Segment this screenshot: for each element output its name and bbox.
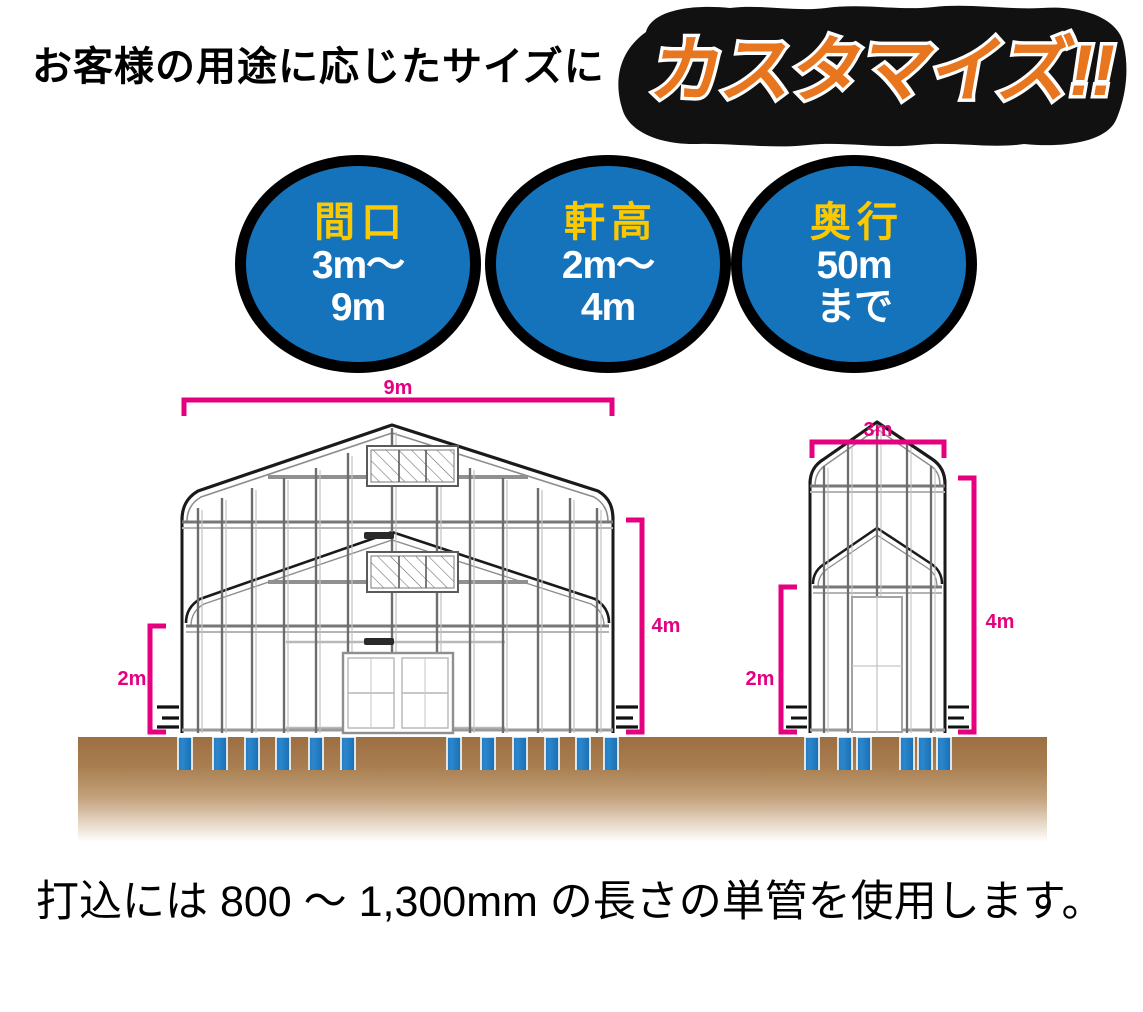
entrance-door	[341, 651, 455, 735]
small-entrance-door	[851, 596, 903, 733]
footer-caption: 打込には 800 〜 1,300mm の長さの単管を使用します。	[36, 878, 1105, 926]
large-building-frame	[157, 423, 638, 735]
ridge-clamp	[364, 638, 394, 645]
badge-title: 奥行	[810, 199, 904, 245]
badge-title: 軒高	[564, 199, 658, 245]
badge-value: 50m まで	[815, 244, 893, 329]
dim-label-ridge-large: 4m	[652, 615, 681, 637]
emphasis-badge: カスタマイズ!! カスタマイズ!!	[612, 2, 1132, 150]
dim-label-width-large: 9m	[384, 377, 413, 399]
dim-label-width-small: 3m	[864, 419, 893, 441]
base-ticks	[786, 705, 969, 729]
building-elevation-diagram: 9m 4m 2m 3m 4m 2m	[118, 377, 1015, 770]
badge-value-line1: 2m〜	[561, 244, 655, 287]
badge-value-line1: 3m〜	[311, 244, 405, 287]
dim-bracket-eave-large	[147, 623, 166, 735]
dim-label-eave-small: 2m	[746, 668, 775, 690]
dim-bracket-width-large	[181, 397, 615, 416]
badge-value: 3m〜 9m	[311, 244, 405, 329]
dim-bracket-eave-small	[778, 584, 797, 735]
headline-lead-text: お客様の用途に応じたサイズに	[32, 45, 605, 89]
badge-value: 2m〜 4m	[561, 244, 655, 329]
badge-value-line2: 4m	[580, 286, 636, 329]
badge-value-line1: 50m	[816, 244, 892, 287]
emphasis-text: カスタマイズ!!	[644, 31, 1121, 111]
badge-frontage: 間口 3m〜 9m	[246, 166, 470, 362]
dim-bracket-ridge-small	[958, 475, 977, 735]
badge-eave-height: 軒高 2m〜 4m	[496, 166, 720, 362]
gable-window-lower	[366, 551, 459, 593]
dim-bracket-width-small	[809, 439, 947, 458]
small-building-frame	[786, 420, 969, 733]
badge-value-line2: まで	[815, 286, 893, 329]
base-ticks	[157, 705, 638, 729]
badge-depth: 奥行 50m まで	[742, 166, 966, 362]
dim-bracket-ridge-large	[626, 517, 645, 735]
ridge-clamp	[364, 532, 394, 539]
dimension-lines	[147, 397, 977, 735]
dimension-labels: 9m 4m 2m 3m 4m 2m	[118, 377, 1015, 690]
dim-label-ridge-small: 4m	[986, 611, 1015, 633]
dim-label-eave-large: 2m	[118, 668, 147, 690]
gable-window-upper	[366, 445, 459, 487]
ground-soil	[78, 737, 1047, 842]
pile-arrows-large	[172, 736, 624, 770]
badge-value-line2: 9m	[330, 286, 386, 329]
pile-arrows-small	[799, 736, 957, 770]
emphasis-blob-shape	[618, 5, 1127, 147]
badge-title: 間口	[314, 199, 408, 245]
